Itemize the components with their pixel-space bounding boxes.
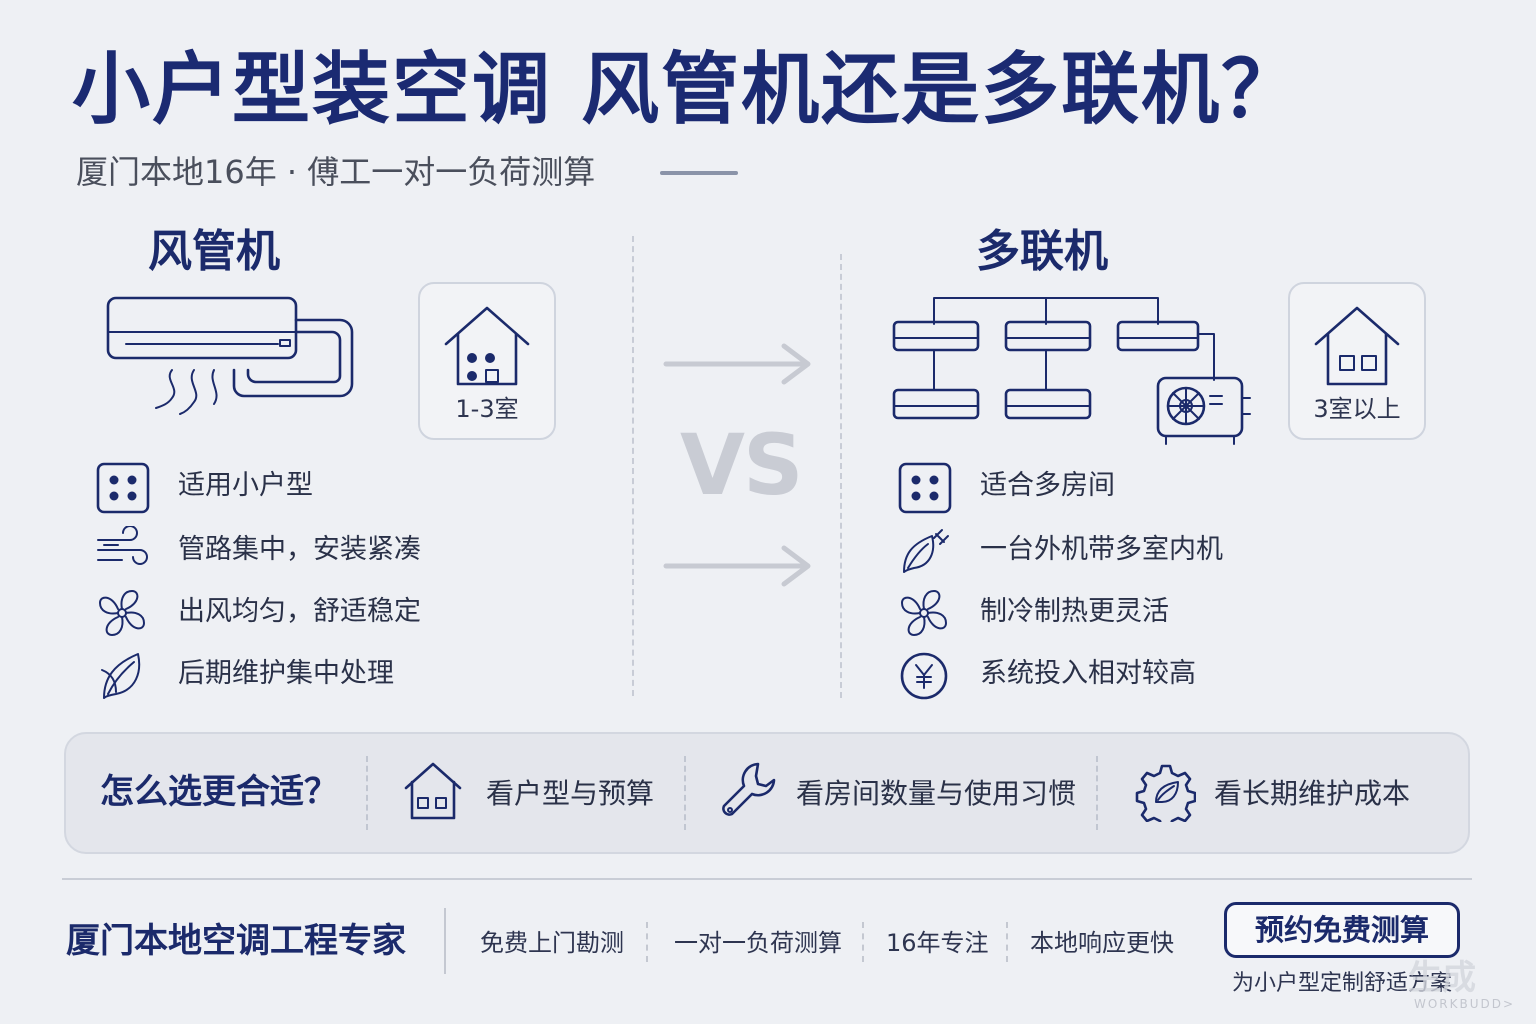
choose-item-label: 看长期维护成本 — [1214, 777, 1411, 810]
panel-divider — [366, 756, 368, 830]
ducted-ac-unit-icon — [106, 296, 354, 415]
wrench-icon — [722, 762, 776, 816]
feature-item: 一台外机带多室内机 — [898, 526, 1378, 574]
feature-item: 适用小户型 — [96, 462, 576, 514]
choose-item-label: 看户型与预算 — [486, 777, 655, 810]
subtitle-rule — [660, 171, 738, 175]
feature-item: 后期维护集中处理 — [96, 650, 576, 699]
vs-label: VS — [680, 416, 804, 514]
room-count-label: 1-3室 — [455, 395, 519, 423]
room-count-card-large: 3室以上 — [1288, 282, 1426, 440]
footer-tag: 免费上门勘测 — [480, 929, 624, 957]
ducted-ac-title: 风管机 — [148, 226, 280, 277]
footer-divider — [444, 908, 446, 974]
wind-icon — [97, 526, 148, 565]
leaf-plug-icon — [903, 529, 949, 573]
arrow-right-icon — [663, 545, 811, 587]
vrf-system-icon — [892, 297, 1251, 445]
book-free-assessment-button[interactable]: 预约免费测算 — [1224, 902, 1460, 958]
footer-tag: 本地响应更快 — [1030, 929, 1174, 957]
column-divider-right — [840, 254, 842, 698]
feature-item: 适合多房间 — [898, 462, 1378, 514]
feature-item: 制冷制热更灵活 — [898, 588, 1378, 636]
leaf-icon — [101, 653, 141, 699]
grid-dots-icon — [898, 462, 952, 514]
room-count-card-small: 1-3室 — [418, 282, 556, 440]
arrow-right-icon — [663, 343, 811, 385]
fan-icon — [901, 590, 947, 636]
footer-tag-divider — [862, 922, 864, 962]
gear-leaf-icon — [1135, 764, 1196, 822]
house-icon — [444, 306, 530, 386]
choose-item-label: 看房间数量与使用习惯 — [796, 777, 1077, 810]
grid-dots-icon — [96, 462, 150, 514]
feature-label: 出风均匀，舒适稳定 — [178, 596, 421, 627]
feature-label: 一台外机带多室内机 — [980, 534, 1223, 565]
panel-divider — [684, 756, 686, 830]
footer-rule — [62, 878, 1472, 880]
feature-label: 后期维护集中处理 — [178, 658, 394, 689]
feature-item: 系统投入相对较高 — [898, 650, 1378, 700]
feature-label: 适合多房间 — [980, 470, 1115, 501]
house-icon — [1314, 306, 1400, 386]
feature-item: 管路集中，安装紧凑 — [96, 526, 576, 574]
feature-label: 系统投入相对较高 — [980, 658, 1196, 689]
feature-label: 适用小户型 — [178, 470, 313, 501]
panel-divider — [1096, 756, 1098, 830]
footer-tag: 一对一负荷测算 — [674, 929, 842, 957]
footer-tag-divider — [646, 922, 648, 962]
how-to-choose-title: 怎么选更合适？ — [100, 772, 338, 812]
footer-tag-divider — [1006, 922, 1008, 962]
choose-item: 看房间数量与使用习惯 — [718, 760, 1088, 822]
vrf-ac-title: 多联机 — [976, 226, 1108, 277]
yen-icon — [900, 652, 948, 700]
footer-tag: 16年专注 — [886, 929, 989, 957]
footer-brand: 厦门本地空调工程专家 — [66, 921, 406, 961]
feature-label: 制冷制热更灵活 — [980, 596, 1169, 627]
watermark-subtext: WORKBUDD> — [1414, 997, 1516, 1011]
choose-item: 看户型与预算 — [402, 760, 672, 822]
feature-item: 出风均匀，舒适稳定 — [96, 588, 576, 636]
house-icon — [404, 762, 462, 820]
page-title: 小户型装空调 风管机还是多联机？ — [72, 45, 1302, 135]
column-divider-left — [632, 236, 634, 696]
room-count-label: 3室以上 — [1313, 395, 1401, 423]
cta-caption: 为小户型定制舒适方案 — [1232, 971, 1453, 996]
fan-icon — [99, 590, 145, 636]
choose-item: 看长期维护成本 — [1134, 760, 1434, 822]
feature-label: 管路集中，安装紧凑 — [178, 534, 421, 565]
watermark: 生成 — [1408, 958, 1476, 998]
page-subtitle: 厦门本地16年 · 傅工一对一负荷测算 — [76, 153, 596, 191]
